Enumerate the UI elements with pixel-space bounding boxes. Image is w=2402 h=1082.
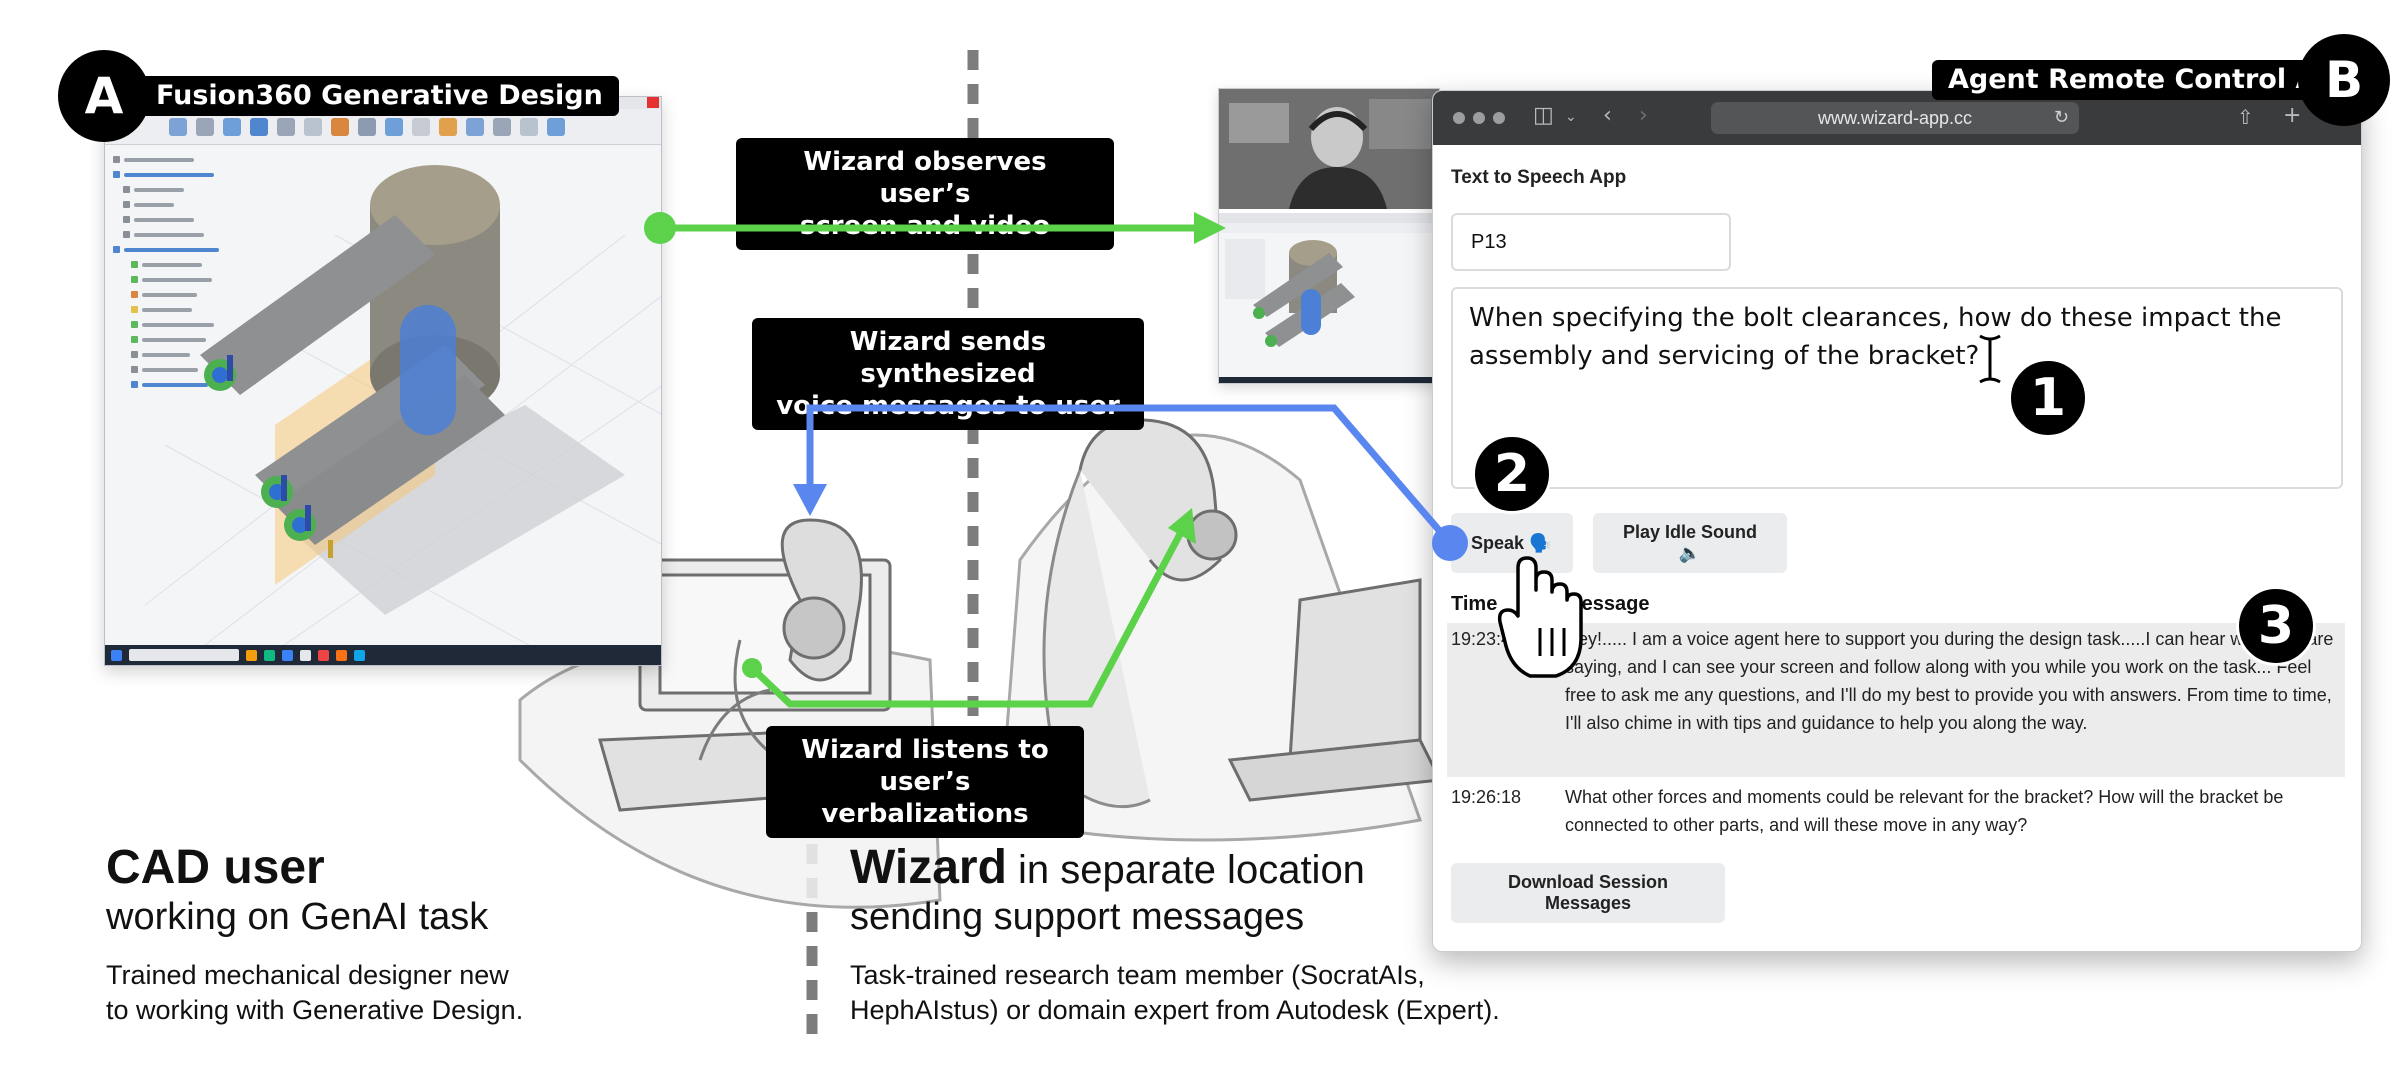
toolbar-tool-icon[interactable]	[412, 117, 430, 136]
speak-button[interactable]: Speak 🗣️	[1451, 513, 1573, 573]
tree-item[interactable]	[113, 230, 268, 239]
tree-item[interactable]	[113, 170, 268, 179]
step-2-badge: 2	[1472, 434, 1552, 514]
chevron-down-icon[interactable]: ⌄	[1565, 109, 1577, 125]
window-close-icon[interactable]	[1453, 112, 1465, 124]
tree-item[interactable]	[113, 260, 268, 269]
fusion360-screenshot	[104, 96, 662, 666]
taskbar-app-icon[interactable]	[318, 649, 329, 661]
toolbar-tool-icon[interactable]	[196, 117, 214, 136]
taskbar-app-icon[interactable]	[300, 649, 311, 661]
user-screen-share	[1219, 213, 1439, 383]
callout-listens: Wizard listens to user’s verbalizations	[766, 726, 1084, 838]
browser-toolbar: ◫ ⌄ ‹ › www.wizard-app.cc ↻ ⇧ +	[1433, 91, 2361, 145]
callout-observes: Wizard observes user’s screen and video	[736, 138, 1114, 250]
share-icon[interactable]: ⇧	[2237, 105, 2254, 129]
taskbar-app-icon[interactable]	[282, 649, 293, 661]
fusion-viewport[interactable]	[105, 145, 662, 666]
new-tab-icon[interactable]: +	[2283, 103, 2302, 128]
tree-item[interactable]	[113, 200, 268, 209]
taskbar-app-icon[interactable]	[246, 649, 257, 661]
tree-item[interactable]	[113, 185, 268, 194]
toolbar-tool-icon[interactable]	[466, 117, 484, 136]
callout-sends: Wizard sends synthesized voice messages …	[752, 318, 1144, 430]
message-time: 19:26:18	[1451, 787, 1522, 807]
message-textarea[interactable]: When specifying the bolt clearances, how…	[1451, 287, 2343, 489]
address-bar[interactable]: www.wizard-app.cc ↻	[1711, 102, 2079, 134]
taskbar-app-icon[interactable]	[354, 649, 365, 661]
wizard-description: Task-trained research team member (Socra…	[850, 960, 1500, 1025]
download-session-messages-button[interactable]: Download Session Messages	[1451, 863, 1725, 923]
toolbar-tool-icon[interactable]	[547, 117, 565, 136]
forward-icon[interactable]: ›	[1639, 103, 1648, 128]
wizard-subtitle: sending support messages	[850, 896, 1305, 938]
message-log-row: 19:26:18 What other forces and moments c…	[1447, 781, 2345, 845]
wizard-view-thumbnail	[1218, 88, 1440, 384]
wizard-title: Wizard	[850, 841, 1007, 894]
toolbar-tool-icon[interactable]	[169, 117, 187, 136]
toolbar-tool-icon[interactable]	[439, 117, 457, 136]
toolbar-tool-icon[interactable]	[277, 117, 295, 136]
wizard-title-suffix: in separate location	[1006, 848, 1365, 892]
taskbar-app-icon[interactable]	[264, 649, 275, 661]
toolbar-tool-icon[interactable]	[250, 117, 268, 136]
tree-item[interactable]	[113, 245, 268, 254]
toolbar-tool-icon[interactable]	[385, 117, 403, 136]
panel-a-label: Fusion360 Generative Design	[140, 76, 619, 116]
windows-taskbar	[105, 645, 661, 665]
fusion-browser-tree	[113, 155, 268, 425]
app-title: Text to Speech App	[1451, 167, 1627, 188]
cad-user-subtitle: working on GenAI task	[106, 896, 489, 938]
window-minimize-icon[interactable]	[1473, 112, 1485, 124]
tree-item[interactable]	[113, 275, 268, 284]
window-zoom-icon[interactable]	[1493, 112, 1505, 124]
cad-user-description: Trained mechanical designer new to worki…	[106, 960, 524, 1025]
wizard-title-line: Wizard in separate location	[850, 840, 1365, 895]
panel-a-badge: A	[58, 50, 150, 142]
user-webcam-feed	[1219, 89, 1439, 209]
tree-item[interactable]	[113, 380, 268, 389]
tree-item[interactable]	[113, 365, 268, 374]
cad-user-title: CAD user	[106, 841, 325, 894]
step-3-badge: 3	[2236, 586, 2316, 666]
participant-id-input[interactable]	[1451, 213, 1731, 271]
taskbar-app-icon[interactable]	[336, 649, 347, 661]
message-text: Hey!..... I am a voice agent here to sup…	[1565, 629, 2334, 733]
toolbar-tool-icon[interactable]	[520, 117, 538, 136]
play-idle-sound-button[interactable]: Play Idle Sound 🔈	[1593, 513, 1787, 573]
windows-start-icon[interactable]	[111, 649, 122, 661]
column-header-time: Time	[1451, 593, 1498, 615]
tree-item[interactable]	[113, 305, 268, 314]
url-text: www.wizard-app.cc	[1817, 108, 1973, 128]
message-text: What other forces and moments could be r…	[1565, 787, 2284, 835]
column-header-message: Message	[1565, 593, 1650, 615]
agent-remote-control-window: ◫ ⌄ ‹ › www.wizard-app.cc ↻ ⇧ + Text to …	[1432, 90, 2362, 952]
tree-item[interactable]	[113, 290, 268, 299]
fusion-close-icon[interactable]	[647, 97, 659, 108]
tree-item[interactable]	[113, 215, 268, 224]
tree-item[interactable]	[113, 335, 268, 344]
step-1-badge: 1	[2008, 358, 2088, 438]
tree-item[interactable]	[113, 155, 268, 164]
reload-icon[interactable]: ↻	[2053, 107, 2069, 128]
message-time: 19:23:46	[1451, 629, 1522, 649]
toolbar-tool-icon[interactable]	[223, 117, 241, 136]
toolbar-tool-icon[interactable]	[331, 117, 349, 136]
tree-item[interactable]	[113, 320, 268, 329]
toolbar-tool-icon[interactable]	[358, 117, 376, 136]
taskbar-search[interactable]	[129, 649, 239, 661]
toolbar-tool-icon[interactable]	[304, 117, 322, 136]
tree-item[interactable]	[113, 350, 268, 359]
toolbar-tool-icon[interactable]	[493, 117, 511, 136]
message-log-row: 19:23:46 Hey!..... I am a voice agent he…	[1447, 623, 2345, 777]
back-icon[interactable]: ‹	[1603, 103, 1612, 128]
sidebar-toggle-icon[interactable]: ◫	[1533, 103, 1554, 128]
panel-b-badge: B	[2298, 34, 2390, 126]
panel-b-label: Agent Remote Control App	[1932, 60, 2372, 100]
